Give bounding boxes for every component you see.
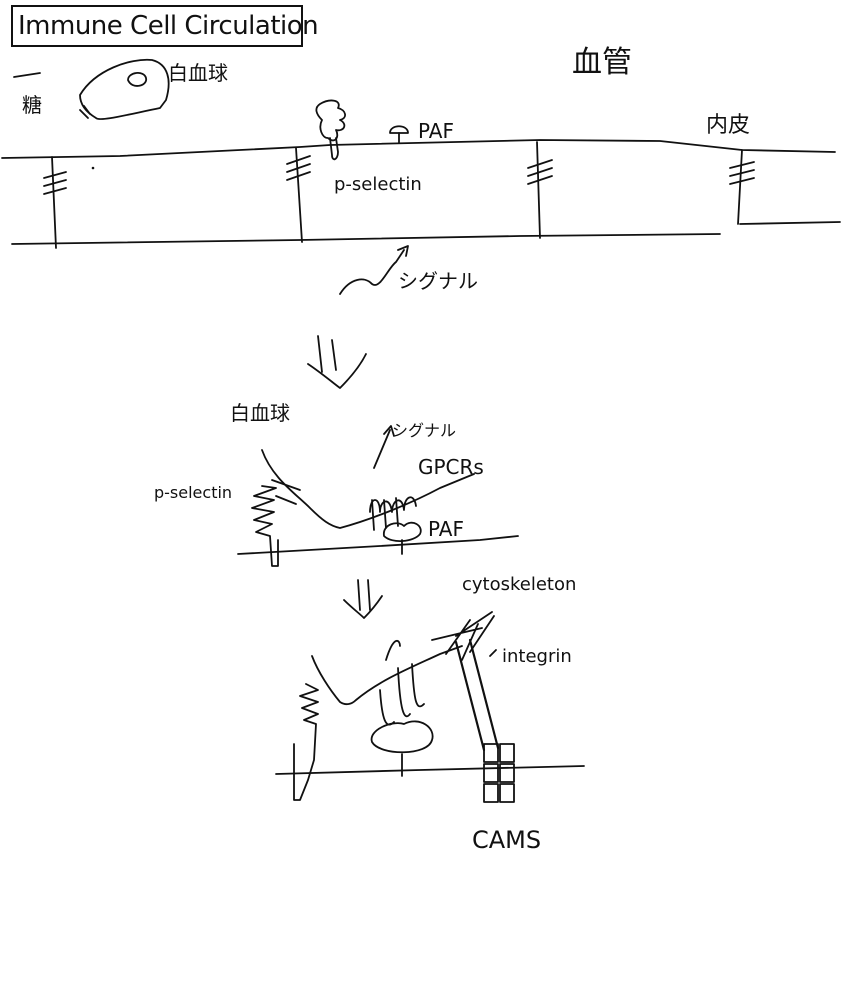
- paf-mid-blob: [384, 523, 421, 541]
- dot: [92, 167, 95, 170]
- leukocyte-cell-top: [80, 60, 169, 119]
- gpcr-coils-bottom: [380, 664, 424, 725]
- label-leukocyte-top: 白血球: [168, 61, 228, 85]
- label-integrin: integrin: [502, 646, 572, 667]
- cam-box-5: [484, 784, 498, 802]
- cell-border-2: [296, 148, 302, 242]
- p-selectin-bottom: [294, 684, 318, 800]
- cam-box-3: [484, 764, 498, 782]
- cam-box-4: [500, 764, 514, 782]
- label-signal-mid: シグナル: [392, 421, 456, 440]
- down-arrow-2: [344, 580, 382, 618]
- membrane-bottom: [276, 766, 584, 774]
- label-cytoskeleton: cytoskeleton: [462, 574, 576, 595]
- endothelium-bottom-line: [12, 222, 840, 244]
- cam-box-6: [500, 784, 514, 802]
- gpcr-coils: [370, 497, 416, 512]
- label-p-selectin-top: p-selectin: [334, 174, 422, 195]
- p-selectin-top-blob: [316, 101, 345, 141]
- label-endothelium: 内皮: [706, 113, 750, 138]
- p-selectin-mid-bind: [272, 480, 300, 504]
- cam-box-1: [484, 744, 498, 762]
- label-signal-top: シグナル: [398, 269, 478, 293]
- down-arrow-1: [308, 336, 366, 388]
- junction-2: [287, 156, 310, 180]
- leukocyte-nucleus: [128, 73, 146, 86]
- cam-box-2: [500, 744, 514, 762]
- label-cams: CAMS: [472, 826, 541, 854]
- junction-1: [44, 172, 66, 194]
- paf-bottom-blob: [372, 721, 433, 752]
- label-paf-top: PAF: [418, 119, 454, 143]
- signal-mid-arrow: [374, 430, 390, 468]
- cell-border-3: [537, 142, 540, 238]
- membrane-mid: [238, 536, 518, 554]
- p-selectin-mid: [252, 486, 278, 566]
- paf-top-cap: [390, 126, 408, 133]
- signal-squiggle: [340, 250, 404, 294]
- cell-border-1: [52, 157, 56, 248]
- label-paf-mid: PAF: [428, 517, 464, 541]
- label-leukocyte-mid: 白血球: [230, 401, 290, 425]
- integrin-marker-arrow: [490, 650, 496, 656]
- cell-border-4: [738, 150, 742, 224]
- label-p-selectin-mid: p-selectin: [154, 483, 232, 502]
- adhesion-panel: [276, 612, 584, 802]
- rolling-panel: [238, 426, 518, 566]
- label-sugar: 糖: [22, 93, 42, 117]
- junction-4: [730, 162, 754, 184]
- label-gpcrs: GPCRs: [418, 455, 484, 479]
- integrin-rod: [456, 640, 498, 750]
- label-blood-vessel: 血管: [572, 45, 632, 80]
- junction-3: [528, 160, 552, 184]
- gpcr-marker: [386, 641, 400, 660]
